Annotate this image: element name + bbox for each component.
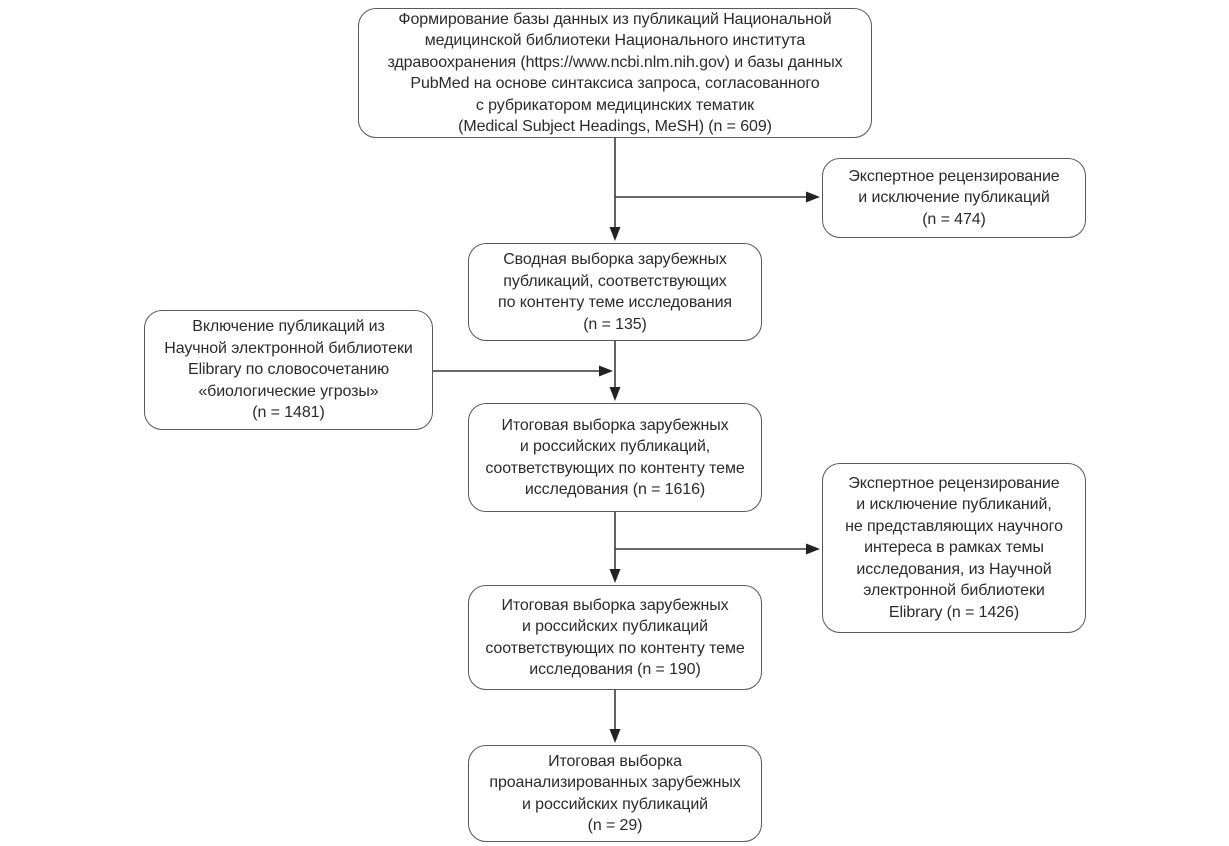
node-expert-review-1: Экспертное рецензирование и исключение п… bbox=[822, 158, 1086, 238]
node-expert-review-2-text: Экспертное рецензирование и исключение п… bbox=[845, 474, 1063, 621]
edge-source-to-summary-arrowhead bbox=[609, 227, 621, 241]
edge-elibrary-merge-arrowhead bbox=[599, 365, 613, 377]
edge-final1616-to-expert2-arrowhead bbox=[806, 543, 820, 555]
node-summary-foreign: Сводная выборка зарубежных публикаций, с… bbox=[468, 243, 762, 341]
node-source-db-text: Формирование базы данных из публикаций Н… bbox=[387, 10, 843, 136]
node-expert-review-1-text: Экспертное рецензирование и исключение п… bbox=[848, 167, 1060, 228]
node-summary-foreign-text: Сводная выборка зарубежных публикаций, с… bbox=[498, 251, 732, 333]
node-elibrary-inclusion-text: Включение публикаций из Научной электрон… bbox=[164, 318, 413, 422]
node-final-1616-text: Итоговая выборка зарубежных и российских… bbox=[485, 416, 745, 499]
node-final-29-text: Итоговая выборка проанализированных зару… bbox=[489, 752, 741, 835]
edge-final1616-to-final190-arrowhead bbox=[609, 569, 621, 583]
edge-final190-to-final29-arrowhead bbox=[609, 729, 621, 743]
edge-summary-to-final1616-arrowhead bbox=[609, 387, 621, 401]
node-source-db: Формирование базы данных из публикаций Н… bbox=[358, 8, 872, 138]
node-final-29: Итоговая выборка проанализированных зару… bbox=[468, 745, 762, 842]
edge-source-to-expert1-arrowhead bbox=[806, 191, 820, 203]
node-final-190: Итоговая выборка зарубежных и российских… bbox=[468, 585, 762, 690]
node-elibrary-inclusion: Включение публикаций из Научной электрон… bbox=[144, 310, 433, 430]
node-final-1616: Итоговая выборка зарубежных и российских… bbox=[468, 403, 762, 512]
node-expert-review-2: Экспертное рецензирование и исключение п… bbox=[822, 463, 1086, 633]
node-final-190-text: Итоговая выборка зарубежных и российских… bbox=[485, 596, 745, 679]
